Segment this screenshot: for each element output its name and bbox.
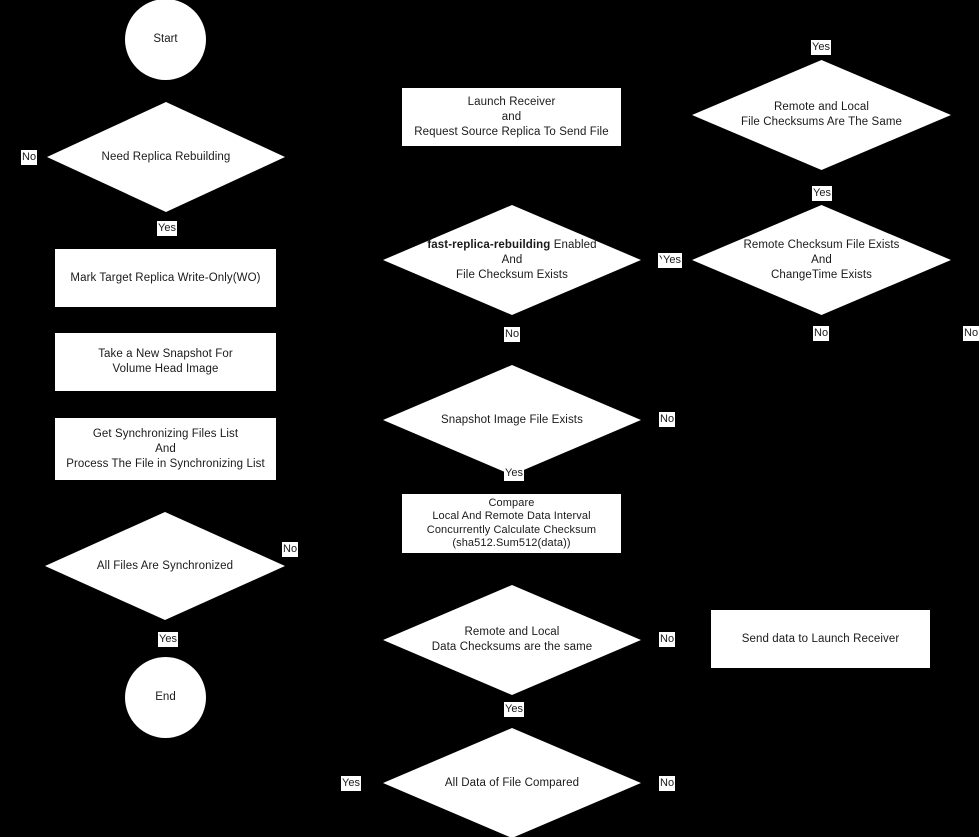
edge-label-fast-replica-no: No — [504, 327, 521, 342]
edge-label-need-replica-yes: Yes — [157, 221, 177, 236]
node-remote-checksum-file-exists[interactable]: Remote Checksum File Exists And ChangeTi… — [692, 205, 951, 315]
edge-label-snapshot-image-yes: Yes — [504, 466, 524, 481]
node-fast-replica-rebuilding-rest: Enabled And File Checksum Exists — [456, 238, 597, 281]
edge-label-need-replica-no: No — [21, 150, 38, 165]
node-start[interactable]: Start — [125, 0, 206, 80]
edge-label-data-checksums-no: No — [659, 632, 676, 647]
node-all-files-synchronized[interactable]: All Files Are Synchronized — [45, 512, 285, 620]
edge-label-remote-checksum-no: No — [813, 326, 830, 341]
node-all-data-compared[interactable]: All Data of File Compared — [383, 728, 641, 837]
edge-label-data-checksums-yes: Yes — [504, 702, 524, 717]
node-compare-interval[interactable]: Compare Local And Remote Data Interval C… — [402, 494, 621, 553]
node-end[interactable]: End — [125, 657, 206, 738]
node-compare-interval-label: Compare Local And Remote Data Interval C… — [426, 496, 597, 550]
node-launch-receiver-label: Launch Receiver and Request Source Repli… — [414, 95, 609, 138]
node-data-checksums-same[interactable]: Remote and Local Data Checksums are the … — [383, 585, 641, 695]
edge-label-all-data-no: No — [659, 776, 676, 791]
node-fast-replica-rebuilding-label: fast-replica-rebuilding Enabled And File… — [421, 238, 602, 283]
node-mark-target-replica-label: Mark Target Replica Write-Only(WO) — [70, 271, 261, 284]
node-end-label: End — [155, 691, 176, 703]
node-file-checksums-same-label: Remote and Local File Checksums Are The … — [741, 101, 902, 128]
node-take-snapshot-label: Take a New Snapshot For Volume Head Imag… — [98, 348, 233, 375]
edge-label-all-files-no: No — [282, 542, 299, 557]
edge-label-file-checksums-top-yes: Yes — [811, 40, 831, 55]
edge-label-remote-checksum-far-no: No — [963, 326, 979, 341]
node-send-data[interactable]: Send data to Launch Receiver — [711, 610, 930, 668]
edge-label-snapshot-image-no: No — [659, 412, 676, 427]
edge-label-remote-checksum-yes: Yes — [662, 253, 682, 268]
node-need-replica-rebuilding[interactable]: Need Replica Rebuilding — [47, 102, 285, 212]
node-all-data-compared-label: All Data of File Compared — [444, 776, 580, 789]
node-snapshot-image-file-exists[interactable]: Snapshot Image File Exists — [383, 365, 641, 475]
node-file-checksums-same[interactable]: Remote and Local File Checksums Are The … — [692, 60, 951, 170]
node-fast-replica-rebuilding[interactable]: fast-replica-rebuilding Enabled And File… — [383, 205, 641, 315]
edge-label-all-data-yes: Yes — [341, 776, 361, 791]
node-fast-replica-rebuilding-bold: fast-replica-rebuilding — [427, 238, 551, 251]
node-all-files-synchronized-label: All Files Are Synchronized — [96, 559, 234, 572]
node-get-sync-files[interactable]: Get Synchronizing Files List And Process… — [55, 418, 276, 480]
node-take-snapshot[interactable]: Take a New Snapshot For Volume Head Imag… — [55, 333, 276, 391]
node-mark-target-replica[interactable]: Mark Target Replica Write-Only(WO) — [55, 249, 276, 307]
node-start-label: Start — [153, 33, 178, 45]
node-snapshot-image-file-exists-label: Snapshot Image File Exists — [441, 413, 583, 426]
edge-label-file-checksums-bottom-yes: Yes — [812, 186, 832, 201]
node-remote-checksum-file-exists-label: Remote Checksum File Exists And ChangeTi… — [743, 238, 900, 281]
node-get-sync-files-label: Get Synchronizing Files List And Process… — [66, 427, 265, 470]
node-data-checksums-same-label: Remote and Local Data Checksums are the … — [431, 626, 593, 653]
node-launch-receiver[interactable]: Launch Receiver and Request Source Repli… — [402, 88, 621, 146]
edge-label-all-files-yes: Yes — [158, 632, 178, 647]
node-send-data-label: Send data to Launch Receiver — [741, 632, 900, 645]
node-need-replica-rebuilding-label: Need Replica Rebuilding — [101, 150, 231, 163]
